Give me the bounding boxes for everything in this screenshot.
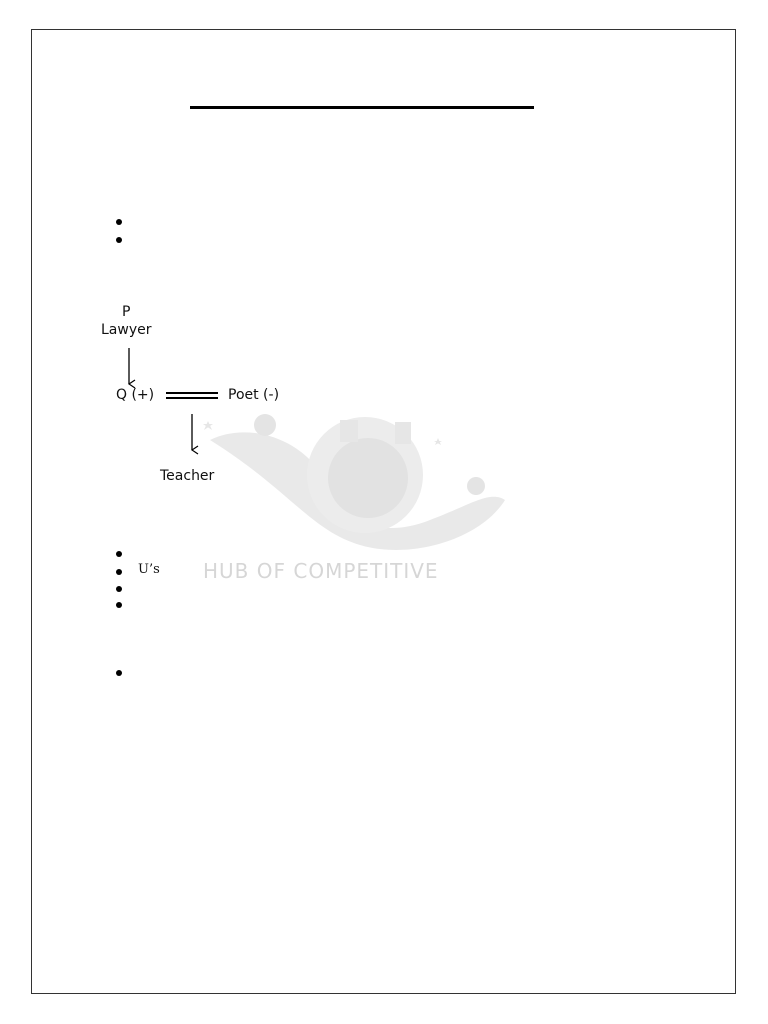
bullet-point — [116, 219, 122, 225]
lawyer-label: Lawyer — [101, 322, 152, 338]
page-border — [31, 29, 736, 994]
bullet-point — [116, 602, 122, 608]
title-underline — [190, 106, 534, 109]
watermark-text: HUB OF COMPETITIVE — [203, 559, 439, 583]
bullet-point — [116, 237, 122, 243]
teacher-label: Teacher — [160, 468, 215, 484]
watermark-logo — [203, 414, 505, 550]
bullet-point — [116, 569, 122, 575]
bullet-point — [116, 670, 122, 676]
bullet-text-us: U’s — [138, 562, 160, 577]
bullet-point — [116, 586, 122, 592]
poet-minus-label: Poet (-) — [228, 387, 280, 403]
q-plus-label: Q (+) — [116, 387, 155, 403]
bullet-point — [116, 551, 122, 557]
person-p-label: P — [122, 304, 131, 320]
